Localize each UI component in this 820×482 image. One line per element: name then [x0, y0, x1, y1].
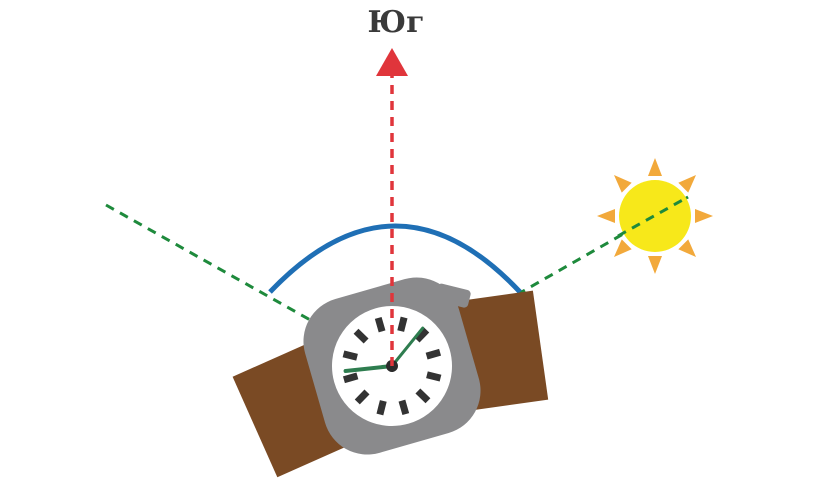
hour-mark — [376, 400, 387, 416]
sun-ray — [597, 209, 615, 223]
minute-hand — [390, 326, 425, 368]
sun-ray — [678, 239, 697, 258]
hour-mark — [415, 388, 431, 404]
hour-marks — [342, 316, 442, 416]
hour-mark — [354, 389, 370, 405]
hour-mark — [342, 372, 359, 384]
hour-hand — [343, 364, 394, 373]
sun-rays — [597, 158, 713, 274]
hour-mark — [374, 316, 386, 333]
sun-ray — [695, 209, 713, 223]
sun-guide-overlay — [617, 195, 689, 238]
angle-arc — [268, 223, 522, 294]
sun-disk — [619, 180, 691, 252]
sun-ray — [613, 239, 632, 258]
hour-mark — [425, 348, 442, 360]
hour-mark — [353, 328, 369, 344]
hour-mark — [426, 371, 442, 382]
south-arrow-head — [376, 48, 408, 76]
sun-icon — [597, 158, 713, 274]
hour-mark — [414, 327, 430, 343]
south-label: Юг — [368, 5, 425, 40]
sun-ray — [648, 256, 662, 274]
hour-mark — [397, 316, 408, 332]
sun-ray — [678, 174, 697, 193]
hour-mark — [398, 399, 410, 416]
hour-mark — [342, 350, 358, 361]
watch-strap-left — [232, 344, 351, 478]
sun-ray — [648, 158, 662, 176]
sun-ray — [613, 174, 632, 193]
